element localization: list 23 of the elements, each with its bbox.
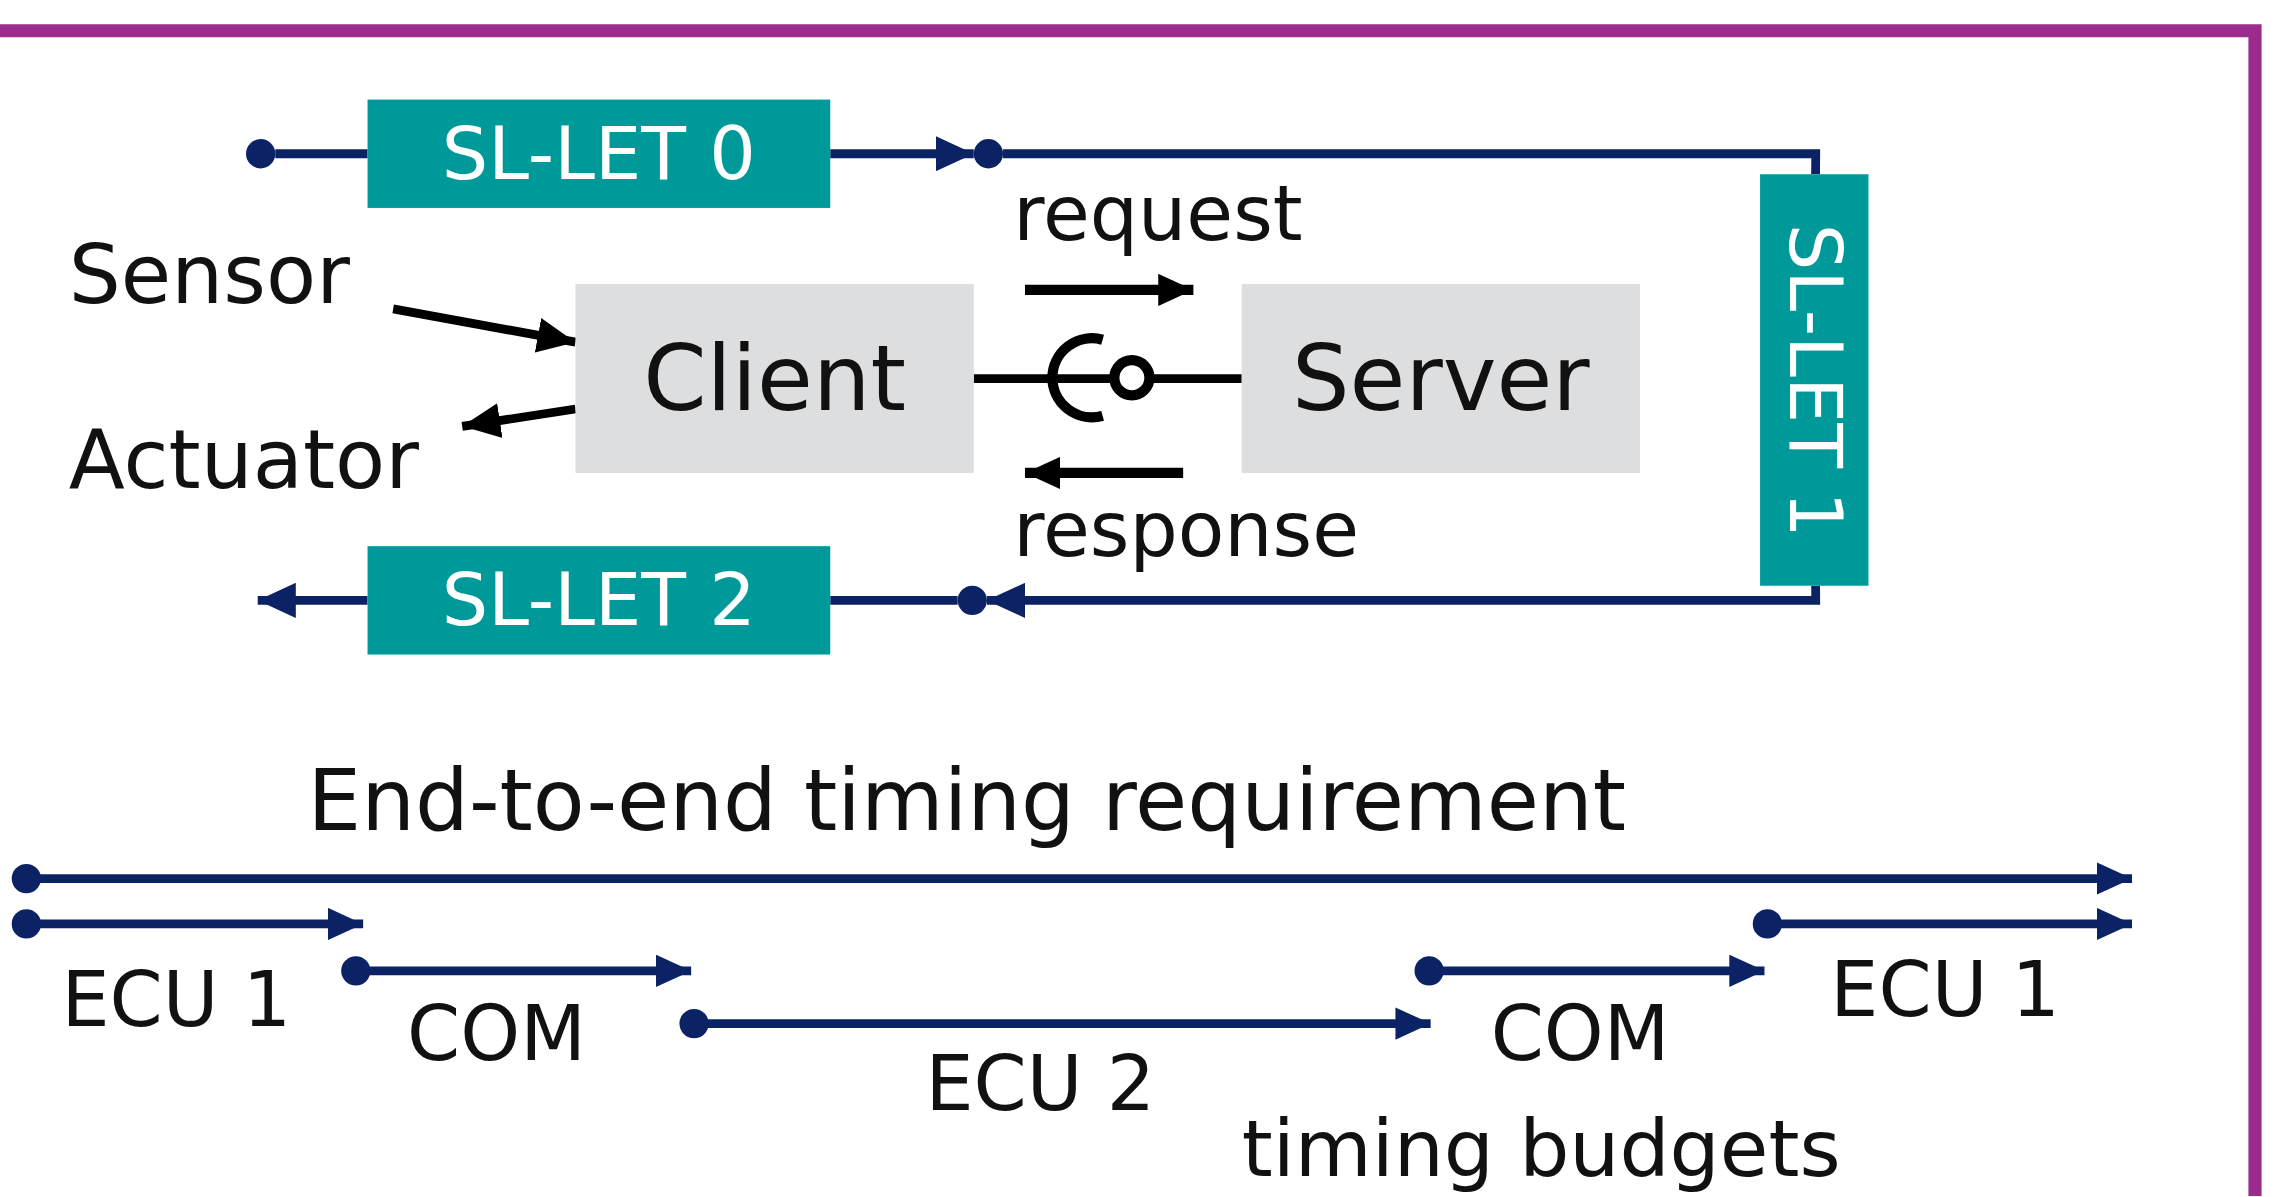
- io-label: Sensor: [68, 234, 350, 317]
- sl-let-box: SL-LET 2: [367, 546, 831, 655]
- component-box: Client: [575, 284, 974, 473]
- connector: [830, 136, 974, 172]
- connector: [461, 403, 577, 438]
- connector: [830, 595, 958, 605]
- io-label: Actuator: [68, 418, 419, 501]
- connector: [275, 149, 368, 159]
- connector: [257, 582, 368, 618]
- component-box: Server: [1241, 284, 1640, 473]
- connector: [1003, 149, 1821, 175]
- sl-let-box: SL-LET 0: [367, 99, 831, 208]
- sl-let-box: SL-LET 1: [1760, 174, 1869, 586]
- budget-label: ECU 2: [925, 1045, 1156, 1122]
- connector: [986, 582, 1821, 618]
- junction-dot: [957, 585, 987, 615]
- junction-dot: [973, 139, 1004, 169]
- budget-label: ECU 1: [61, 962, 292, 1039]
- budget-label: COM: [1490, 995, 1670, 1072]
- junction-dot: [246, 139, 276, 169]
- budget-label: ECU 1: [1830, 951, 2061, 1028]
- connector: [392, 304, 577, 353]
- budget-label: COM: [407, 995, 586, 1072]
